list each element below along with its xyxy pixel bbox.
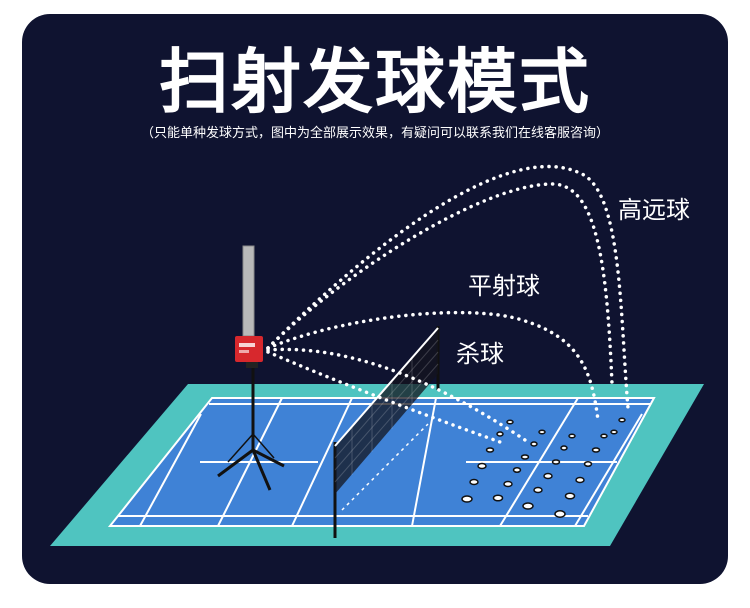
shuttle-tube [242, 245, 255, 337]
page-subtitle: （只能单种发球方式，图中为全部展示效果，有疑问可以联系我们在线客服咨询） [140, 126, 609, 141]
court-scene [50, 164, 704, 546]
page-title: 扫射发球模式 [159, 41, 591, 123]
trajectory-high-clear [266, 164, 630, 410]
label-smash: 杀球 [456, 340, 504, 368]
serving-machine [235, 336, 263, 368]
label-high-clear: 高远球 [618, 196, 690, 224]
badminton-net [333, 326, 440, 538]
court-floor [110, 398, 654, 526]
landing-spots [461, 417, 626, 518]
trajectory-smash [266, 347, 530, 444]
trajectory-high-clear-2 [266, 182, 614, 386]
label-drive: 平射球 [468, 272, 540, 300]
tripod [217, 366, 285, 491]
trajectory-drive [266, 310, 600, 422]
poster-card: 扫射发球模式 （只能单种发球方式，图中为全部展示效果，有疑问可以联系我们在线客服… [22, 14, 728, 584]
